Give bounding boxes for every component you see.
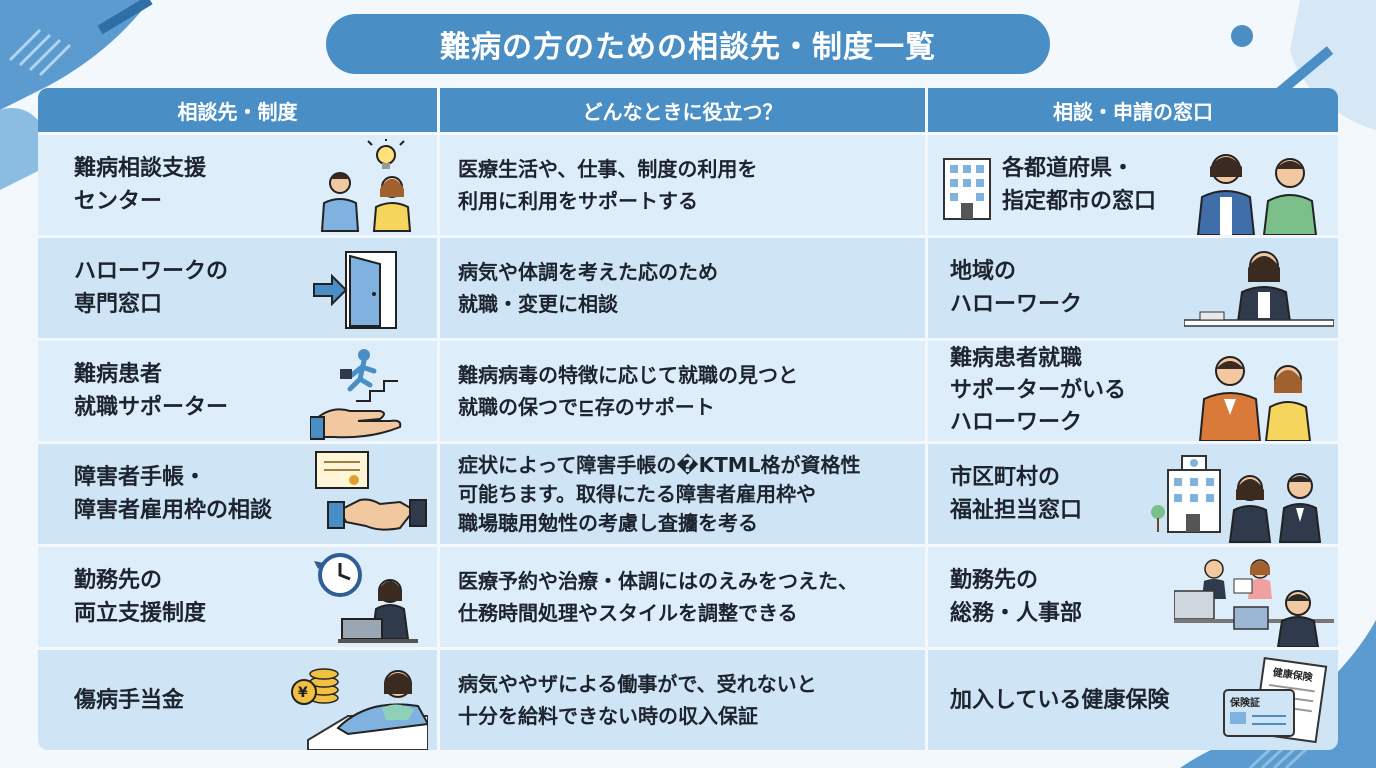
row-name-text: 傷病手当金 <box>74 687 185 713</box>
people-lightbulb-icon <box>320 139 412 232</box>
table-row-5-use-cell: 医療予約や治療・体調にはのえみをつえた、 仕務時間処理やスタイルを調整できる <box>440 544 928 647</box>
row-window-text: 地域の ハローワーク <box>950 259 1083 317</box>
door-arrow-icon <box>313 251 397 329</box>
table-row-6-window-cell: 加入している健康保険 健康保険 保険証 <box>928 647 1338 750</box>
coins-bed-patient-icon: ¥ <box>291 668 428 750</box>
table-row-5-name-cell: 勤務先の 両立支援制度 <box>38 544 440 647</box>
clock-worker-icon <box>314 553 418 643</box>
climbing-hand-icon <box>310 349 402 440</box>
cityhall-staff-icon <box>1151 455 1322 543</box>
row-use-text: 病気ややザによる働事がで、受れないと 十分を給料できない時の収入保証 <box>458 672 817 728</box>
supporter-talk-icon <box>1198 356 1312 441</box>
table-row-2-use-cell: 病気や体調を考えた応のため 就職・変更に相談 <box>440 235 928 338</box>
row-window-text: 加入している健康保険 <box>950 687 1170 713</box>
table-row-4-name-cell: 障害者手帳・ 障害者雇用枠の相談 <box>38 441 440 544</box>
table-row-3-use-cell: 難病病毒の特徴に応じて就職の見つと 就職の保つで⊑存のサポート <box>440 338 928 441</box>
certificate-handshake-icon <box>315 451 427 531</box>
insurance-card-label: 保険証 <box>1229 696 1260 709</box>
row-use-text: 医療予約や治療・体調にはのえみをつえた、 仕務時間処理やスタイルを調整できる <box>458 569 858 625</box>
row-name-text: ハローワークの 専門窓口 <box>74 259 229 317</box>
staff-icon <box>1196 154 1318 235</box>
table-row-1-use-cell: 医療生活や、仕事、制度の利用を 利用に利用をサポートする <box>440 132 928 235</box>
row-name-text: 難病患者 就職サポーター <box>74 362 229 420</box>
consultation-table: 相談先・制度 どんなときに役立つ？ 相談・申請の窓口 難病相談支援 センター 医… <box>38 88 1338 750</box>
office-team-icon <box>1174 559 1334 647</box>
row-name-text: 難病相談支援 センター <box>74 156 207 214</box>
row-name-text: 勤務先の 両立支援制度 <box>74 568 207 626</box>
row-window-text: 勤務先の 総務・人事部 <box>950 568 1083 626</box>
table-row-3-name-cell: 難病患者 就職サポーター <box>38 338 440 441</box>
table-row-4-use-cell: 症状によって障害手帳の�KTML格が資格性 可能ちます。取得にたる障害者雇用枠や… <box>440 441 928 544</box>
table-row-3-window-cell: 難病患者就職 サポーターがいる ハローワーク <box>928 338 1338 441</box>
row-window-text: 市区町村の 福祉担当窓口 <box>950 465 1083 523</box>
svg-text:¥: ¥ <box>298 685 308 701</box>
row-use-text: 難病病毒の特徴に応じて就職の見つと 就職の保つで⊑存のサポート <box>458 363 798 419</box>
row-window-text: 各都道府県・ 指定都市の窓口 <box>1002 156 1157 214</box>
page-title: 難病の方のための相談先・制度一覧 <box>326 14 1050 74</box>
table-row-1-window-cell: 各都道府県・ 指定都市の窓口 <box>928 132 1338 235</box>
table-row-4-window-cell: 市区町村の 福祉担当窓口 <box>928 441 1338 544</box>
row-use-text: 病気や体調を考えた応のため 就職・変更に相談 <box>458 260 718 316</box>
table-row-6-name-cell: 傷病手当金 ¥ <box>38 647 440 750</box>
insurance-card-icon: 健康保険 保険証 <box>1223 657 1328 744</box>
row-name-text: 障害者手帳・ 障害者雇用枠の相談 <box>74 465 273 523</box>
table-row-2-window-cell: 地域の ハローワーク <box>928 235 1338 338</box>
table-row-2-name-cell: ハローワークの 専門窓口 <box>38 235 440 338</box>
table-row-1-name-cell: 難病相談支援 センター <box>38 132 440 235</box>
column-header-window: 相談・申請の窓口 <box>928 88 1338 132</box>
table-row-5-window-cell: 勤務先の 総務・人事部 <box>928 544 1338 647</box>
row-window-text: 難病患者就職 サポーターがいる ハローワーク <box>950 346 1127 435</box>
row-use-text: 症状によって障害手帳の�KTML格が資格性 可能ちます。取得にたる障害者雇用枠や… <box>458 452 861 535</box>
table-row-6-use-cell: 病気ややザによる働事がで、受れないと 十分を給料できない時の収入保証 <box>440 647 928 750</box>
row-use-text: 医療生活や、仕事、制度の利用を 利用に利用をサポートする <box>458 157 758 213</box>
reception-staff-icon <box>1184 251 1334 327</box>
column-header-usage: どんなときに役立つ？ <box>440 88 928 132</box>
column-header-consultation: 相談先・制度 <box>38 88 440 132</box>
building-icon <box>943 158 991 220</box>
